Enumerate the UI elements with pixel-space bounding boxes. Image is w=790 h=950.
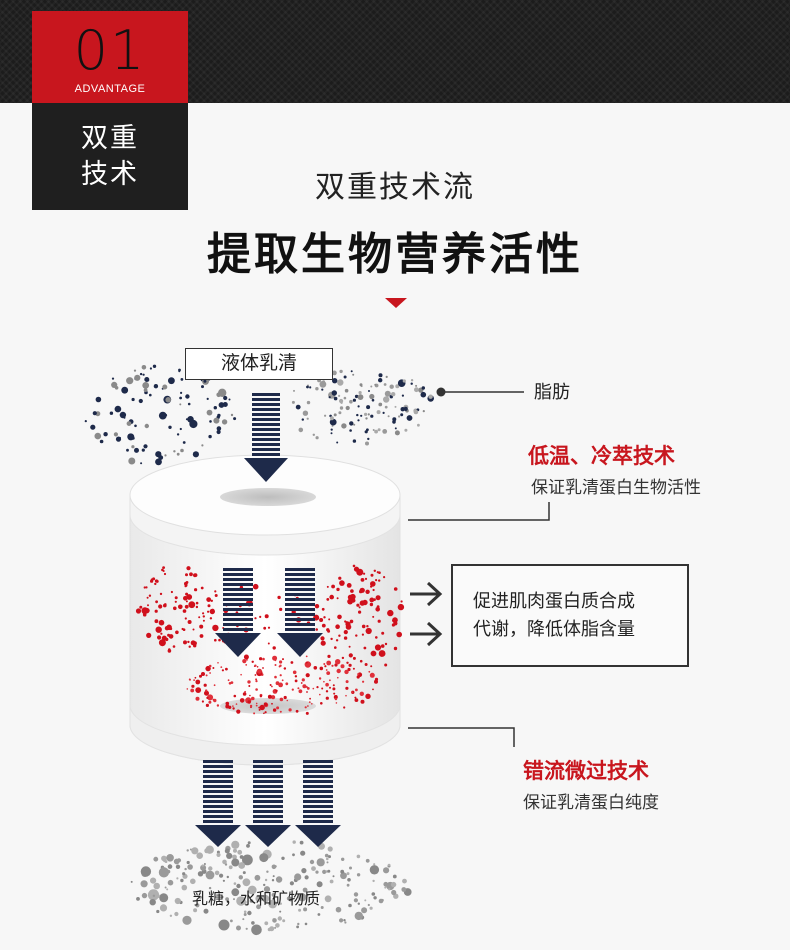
filter-cylinder: [129, 454, 401, 766]
effect-box: 促进肌肉蛋白质合成 代谢，降低体脂含量: [451, 564, 689, 667]
tech1-title: 低温、冷萃技术: [528, 444, 675, 468]
callout-lines: [408, 391, 550, 747]
down-triangle-icon: [385, 298, 407, 308]
badge-number: 01: [73, 19, 147, 82]
flow-arrows: [195, 393, 341, 847]
advantage-badge: 01 ADVANTAGE: [32, 11, 188, 103]
output-label: 乳糖，水和矿物质: [192, 889, 321, 908]
badge-caption-line1: 双重: [81, 122, 139, 154]
fat-pointer-dot: [436, 387, 446, 397]
tech1-desc: 保证乳清蛋白生物活性: [531, 478, 701, 498]
tech2-desc: 保证乳清蛋白纯度: [523, 793, 659, 813]
badge-caption: 双重 技术: [32, 103, 188, 210]
effect-line2: 代谢，降低体脂含量: [473, 618, 635, 640]
lactose-mineral-particles: [130, 840, 412, 936]
section-title: 提取生物营养活性: [207, 229, 583, 280]
badge-word: ADVANTAGE: [74, 83, 146, 95]
input-label-box: 液体乳清: [185, 348, 333, 380]
fat-label: 脂肪: [534, 382, 570, 403]
chevron-right-icon: [410, 581, 443, 647]
effect-line1: 促进肌肉蛋白质合成: [473, 590, 635, 612]
tech2-title: 错流微过技术: [523, 759, 649, 783]
section-subtitle: 双重技术流: [315, 170, 475, 205]
whey-protein-particles: [135, 564, 405, 715]
badge-caption-line2: 技术: [81, 158, 139, 190]
fat-particles-cloud: [328, 373, 435, 441]
